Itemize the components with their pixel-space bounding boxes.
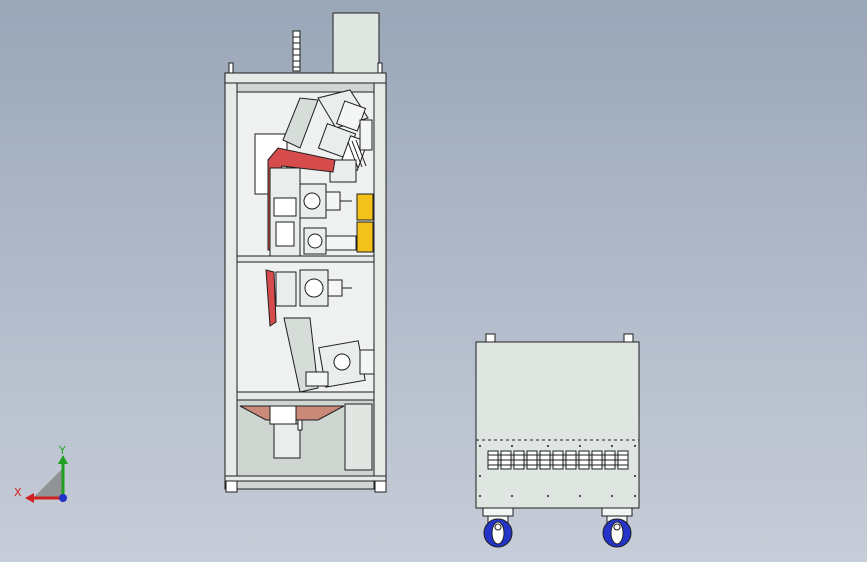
y-axis-label: Y [58, 444, 66, 457]
axis-plane-icon [33, 468, 63, 498]
axis-triad: Y X [14, 444, 68, 503]
left-column [224, 82, 238, 490]
lower-shelf [236, 391, 375, 401]
red-frame-lower [265, 269, 277, 327]
motor-middle [303, 227, 357, 255]
caster-left [482, 507, 514, 548]
motor-lower [299, 269, 352, 307]
discharge-tube [273, 423, 301, 459]
bottom-rail [224, 475, 387, 482]
rivets [479, 445, 636, 497]
upper-motor-cluster [317, 89, 373, 183]
top-box [332, 12, 380, 75]
hopper-box [269, 405, 297, 425]
chute [282, 97, 319, 149]
caster-right [601, 507, 633, 548]
machine-right [475, 333, 640, 548]
motor-upper [299, 183, 352, 219]
side-enclosure [344, 403, 373, 471]
vent-stack [292, 30, 301, 72]
yellow-block-upper [356, 193, 374, 221]
frame-top-cap [224, 72, 387, 84]
x-axis-label: X [14, 486, 22, 499]
foot-right [374, 480, 387, 493]
middle-shelf [236, 255, 375, 263]
machine-left [224, 12, 387, 493]
foot-left [225, 480, 238, 493]
z-axis-dot [59, 494, 67, 502]
cabinet-body [475, 341, 640, 509]
right-column [373, 82, 387, 490]
lower-gearbox [305, 340, 375, 388]
yellow-block-lower [356, 221, 374, 253]
louvre-slats [488, 454, 628, 466]
